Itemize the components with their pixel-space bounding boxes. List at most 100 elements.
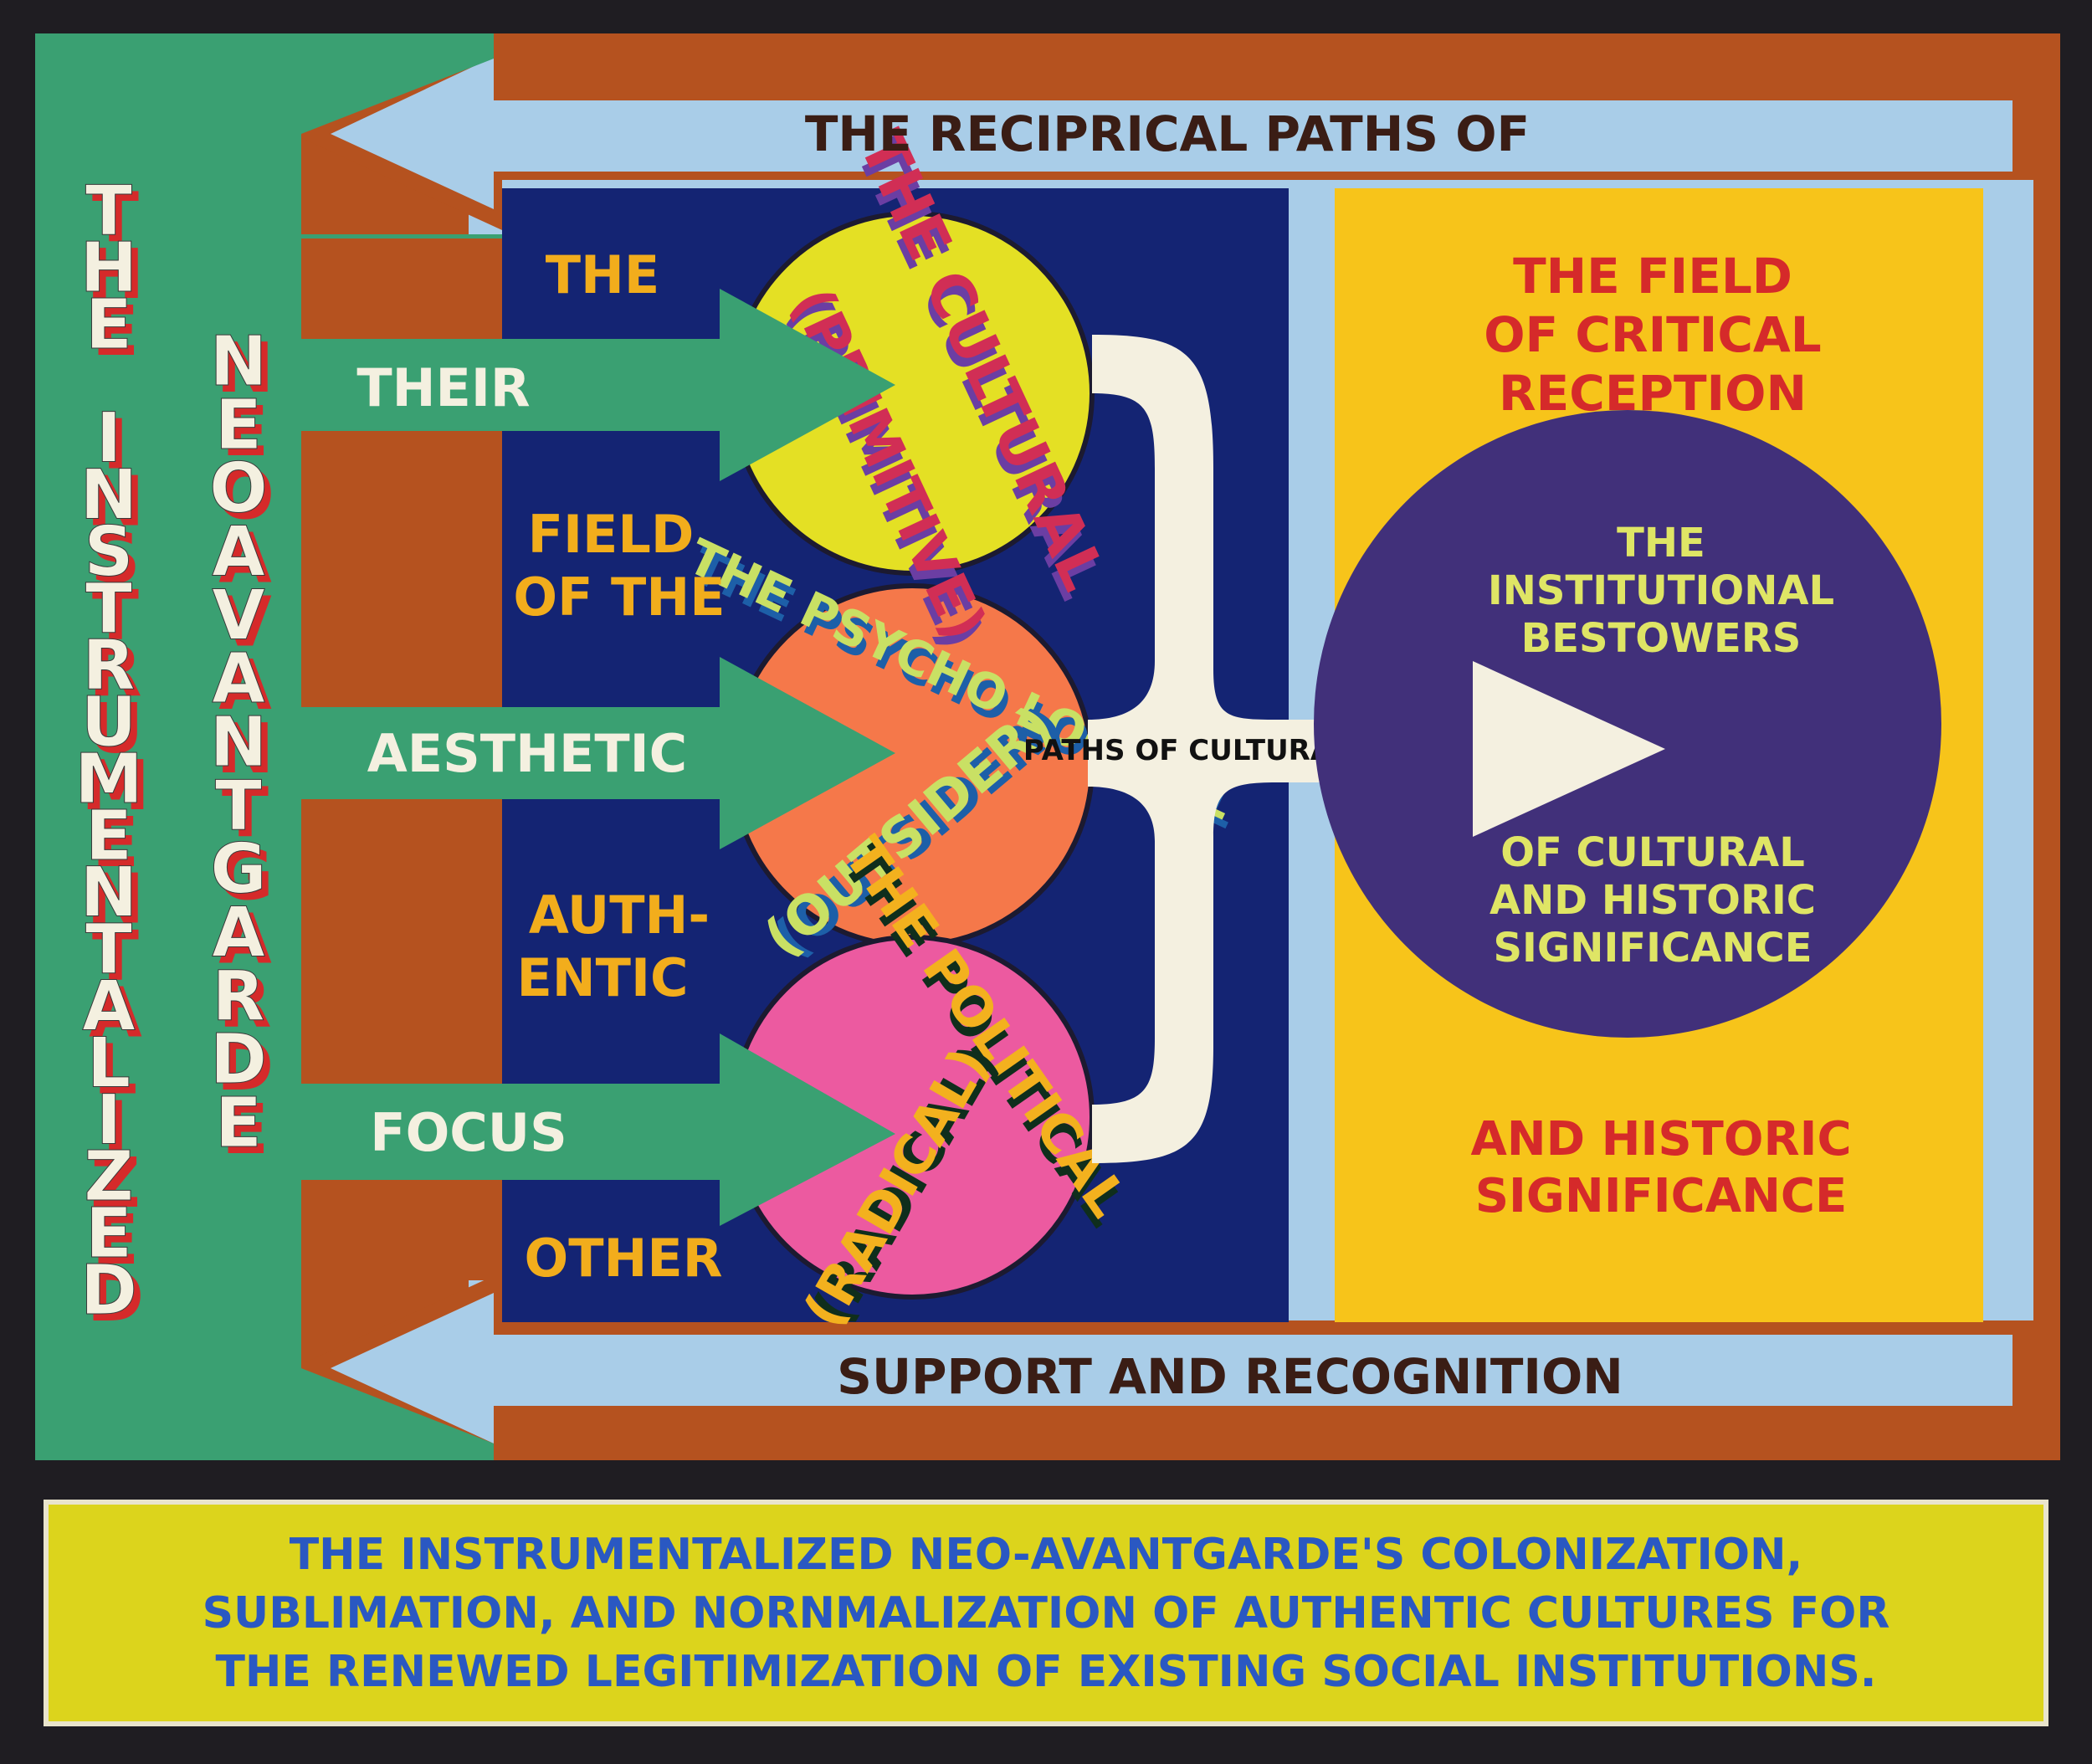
vertical-outer-letter-shadow: A (89, 974, 142, 1054)
vertical-outer-letter: U (81, 683, 137, 762)
vertical-inner-letter: D (210, 1020, 267, 1100)
circle-bottom-1: OF CULTURAL (1500, 829, 1805, 876)
vertical-outer-letter: L (87, 1023, 131, 1103)
right-title-1: THE FIELD (1513, 248, 1792, 305)
vertical-inner-letter: A (212, 894, 265, 973)
arrow-their (301, 289, 895, 481)
vertical-outer-letter-shadow: U (88, 690, 144, 769)
arrow-aesthetic (301, 657, 895, 849)
column-entic: ENTIC (516, 947, 688, 1008)
merge-arrow-tip (1473, 661, 1665, 837)
vertical-outer-letter: T (85, 910, 132, 990)
vertical-outer-letter: I (96, 399, 122, 479)
vertical-outer-letter-shadow: T (92, 917, 139, 997)
vertical-inner-letter-shadow: D (217, 1027, 274, 1106)
vertical-inner-letter: T (215, 767, 262, 846)
vertical-outer-letter-shadow: H (87, 235, 145, 315)
caption-line-2: SUBLIMATION, AND NORNMALIZATION OF AUTHE… (203, 1588, 1890, 1638)
circle-bottom-2: AND HISTORIC (1490, 877, 1816, 924)
vertical-inner-letter-shadow: R (218, 963, 271, 1043)
vertical-outer-letter: S (84, 512, 133, 592)
vertical-outer-letter-shadow: E (92, 1201, 139, 1280)
vertical-inner-letter-shadow: A (218, 646, 272, 726)
vertical-outer-letter-shadow: T (92, 576, 139, 655)
bottom-left-arrow (331, 1293, 2013, 1444)
vertical-outer-letter: H (80, 228, 138, 308)
vertical-inner-letter: A (212, 513, 265, 592)
vertical-inner-letter: O (209, 449, 268, 529)
vertical-inner-letter-shadow: N (217, 329, 274, 408)
vertical-outer-letter: R (82, 626, 135, 705)
vertical-inner-letter-shadow: T (222, 773, 269, 853)
vertical-outer-letter-shadow: S (90, 519, 140, 598)
caption-panel (44, 1500, 2048, 1726)
vertical-outer-letter-shadow: D (87, 1258, 144, 1337)
right-title-2: OF CRITICAL (1484, 306, 1821, 363)
vertical-inner-letter: G (210, 830, 266, 910)
vertical-outer-letter: E (85, 797, 132, 876)
vertical-inner-letter-shadow: G (217, 837, 273, 916)
right-footer-1: AND HISTORIC (1470, 1112, 1851, 1167)
vertical-outer-letter-shadow: N (87, 462, 145, 541)
vertical-inner-letter-shadow: V (218, 582, 272, 662)
vertical-outer-letter: I (96, 1080, 122, 1160)
top-left-arrow (331, 57, 2013, 209)
vertical-inner-letter-shadow: N (217, 710, 274, 789)
vertical-inner-letter: N (210, 322, 268, 402)
vertical-inner-letter: A (212, 639, 265, 719)
vertical-outer-letter-shadow: Z (90, 1144, 140, 1223)
column-the: THE (546, 244, 660, 305)
circle-top-2: INSTITUTIONAL (1488, 567, 1834, 614)
vertical-outer-letter: D (80, 1251, 137, 1331)
circle-bottom-3: SIGNIFICANCE (1493, 925, 1812, 972)
right-footer-2: SIGNIFICANCE (1475, 1169, 1848, 1223)
arrow-label-aesthetic: AESTHETIC (367, 723, 687, 784)
vertical-outer-letter: E (85, 285, 132, 365)
vertical-outer-letter: M (74, 740, 143, 819)
top-banner: THE RECIPRICAL PATHS OF (805, 105, 1530, 162)
vertical-outer-letter: T (85, 569, 132, 649)
vertical-inner-letter: E (215, 1084, 262, 1163)
caption-line-1: THE INSTRUMENTALIZED NEO-AVANTGARDE'S CO… (290, 1530, 1803, 1580)
vertical-inner-letter-shadow: O (216, 456, 274, 536)
vertical-outer-letter: Z (84, 1137, 133, 1217)
vertical-inner-letter: R (212, 956, 264, 1036)
vertical-outer-letter-shadow: R (89, 633, 141, 712)
column-of-the: OF THE (513, 567, 725, 628)
vertical-outer-letter-shadow: L (94, 1030, 137, 1110)
arrow-label-focus: FOCUS (370, 1102, 567, 1163)
circle-top-3: BESTOWERS (1521, 615, 1802, 662)
arrow-label-their: THEIR (356, 357, 530, 418)
vertical-outer-letter-shadow: N (87, 860, 145, 940)
column-other: OTHER (525, 1228, 723, 1289)
arrow-focus (301, 1033, 895, 1226)
vertical-inner-letter: E (215, 386, 262, 465)
vertical-outer-letter: T (85, 172, 132, 251)
vertical-outer-letter-shadow: E (92, 803, 139, 883)
institutional-circle (1314, 410, 1941, 1038)
bottom-banner: SUPPORT AND RECOGNITION (837, 1348, 1623, 1405)
vertical-outer-letter: A (82, 967, 136, 1047)
right-title-3: RECEPTION (1499, 365, 1807, 422)
vertical-outer-letter: N (80, 854, 138, 933)
caption-line-3: THE RENEWED LEGITIMIZATION OF EXISTING S… (215, 1647, 1876, 1697)
column-auth: AUTH- (529, 885, 710, 946)
vertical-outer-letter-shadow: I (103, 406, 129, 485)
column-field: FIELD (528, 504, 695, 565)
vertical-inner-letter-shadow: A (218, 900, 272, 980)
vertical-inner-letter-shadow: E (222, 392, 269, 472)
vertical-inner-letter-shadow: E (222, 1090, 269, 1170)
vertical-inner-letter: V (212, 576, 265, 655)
vertical-inner-letter-shadow: A (218, 520, 272, 599)
vertical-outer-letter-shadow: M (81, 746, 150, 826)
circle-top-1: THE (1617, 520, 1705, 567)
vertical-outer-letter-shadow: I (103, 1087, 129, 1167)
vertical-outer-letter-shadow: E (92, 292, 139, 372)
vertical-outer-letter-shadow: T (92, 178, 139, 258)
vertical-outer-letter: N (80, 455, 138, 535)
vertical-outer-letter: E (85, 1194, 132, 1274)
vertical-inner-letter: N (210, 703, 268, 782)
